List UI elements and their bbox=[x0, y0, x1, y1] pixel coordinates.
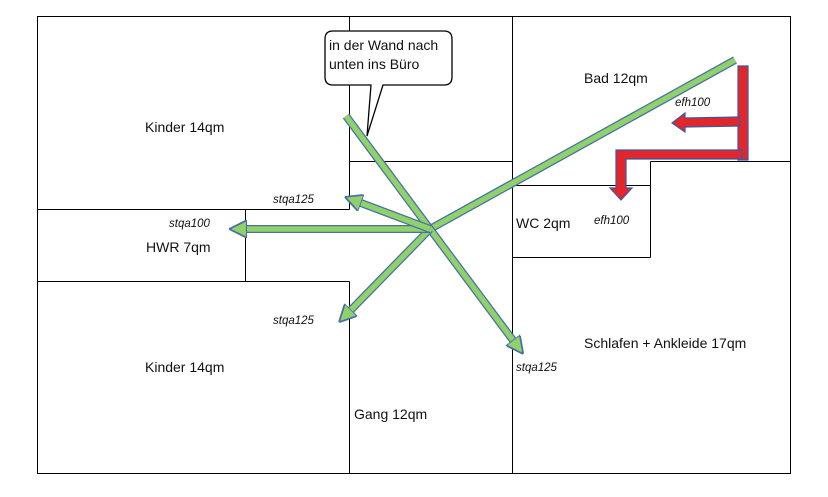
duct-to-buero bbox=[342, 113, 434, 232]
callout-bubble: in der Wand nach unten ins Büro bbox=[324, 30, 453, 137]
room-label-kinder-bottom: Kinder 14qm bbox=[145, 359, 224, 375]
duct-label-efh100-lower: efh100 bbox=[594, 215, 630, 227]
callout-line-2: unten ins Büro bbox=[329, 56, 419, 72]
exhaust-ducts bbox=[608, 65, 749, 201]
duct-to-bad bbox=[428, 56, 737, 233]
exhaust-branch-bad-arrow bbox=[670, 111, 741, 134]
callout-line-1: in der Wand nach bbox=[329, 37, 438, 53]
duct-label-stqa125-lower: stqa125 bbox=[273, 315, 315, 327]
duct-to-kinder-top-arrow bbox=[353, 200, 432, 233]
exhaust-branch-wc-arrow bbox=[608, 149, 743, 201]
duct-to-schlafen-arrow bbox=[426, 226, 518, 347]
room-label-kinder-top: Kinder 14qm bbox=[145, 119, 224, 135]
exhaust-riser bbox=[737, 65, 749, 161]
duct-label-efh100-upper: efh100 bbox=[675, 97, 711, 109]
supply-ducts bbox=[238, 56, 737, 347]
duct-to-kinder-bottom-arrow bbox=[345, 226, 433, 316]
duct-label-stqa125-right: stqa125 bbox=[516, 362, 558, 374]
duct-label-stqa100: stqa100 bbox=[169, 218, 211, 230]
room-label-schlafen: Schlafen + Ankleide 17qm bbox=[584, 335, 746, 351]
room-label-bad: Bad 12qm bbox=[584, 70, 648, 86]
room-label-gang: Gang 12qm bbox=[354, 406, 427, 422]
outer-wall bbox=[37, 16, 791, 474]
room-label-hwr: HWR 7qm bbox=[146, 239, 211, 255]
room-label-wc: WC 2qm bbox=[516, 215, 570, 231]
duct-label-stqa125-upper: stqa125 bbox=[273, 194, 315, 206]
